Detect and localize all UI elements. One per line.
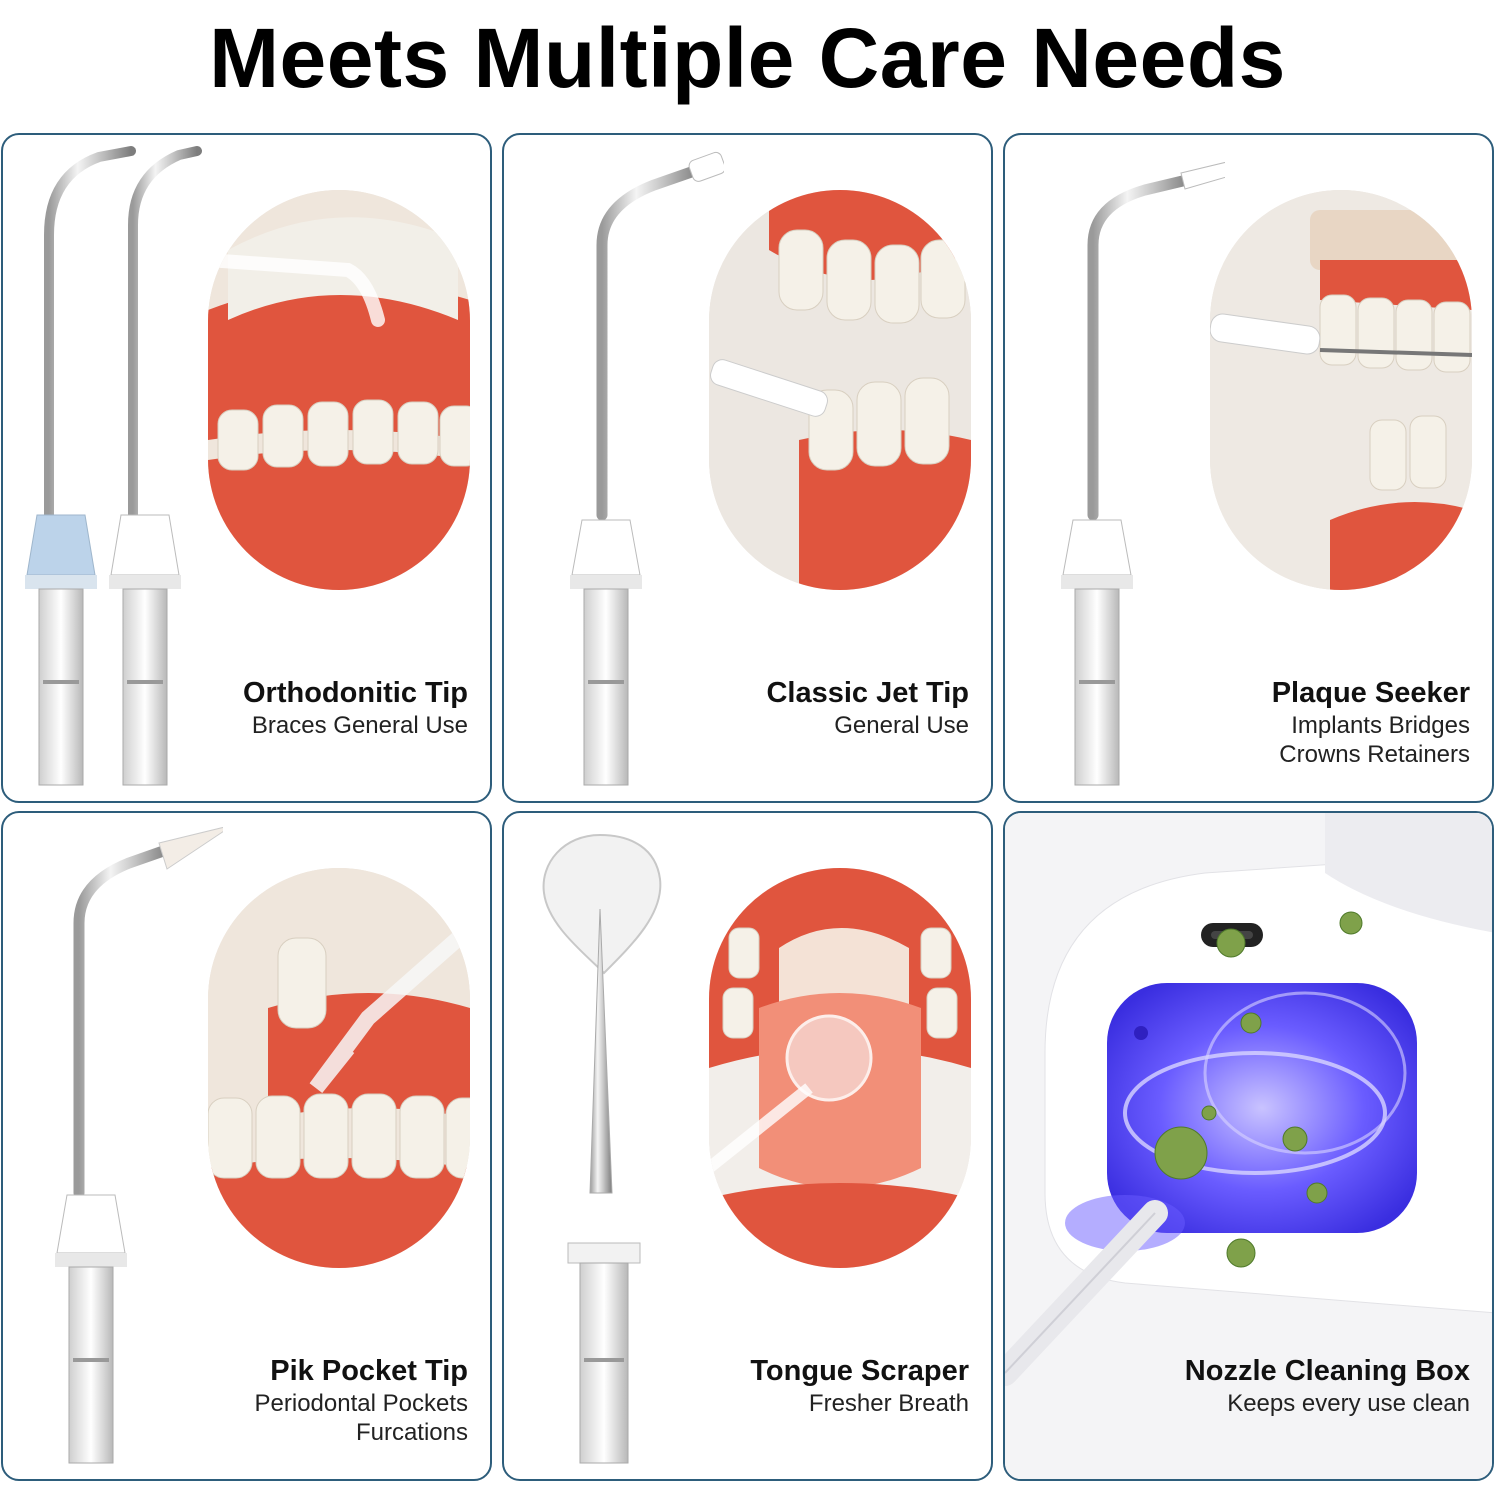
caption-classic-jet-tip: Classic Jet Tip General Use xyxy=(669,675,969,740)
card-subtitle: Keeps every use clean xyxy=(1227,1390,1470,1417)
page-headline: Meets Multiple Care Needs xyxy=(209,11,1286,105)
mouth-photo-tongue xyxy=(709,868,971,1268)
card-orthodontic-tip: Orthodonitic Tip Braces General Use xyxy=(1,133,492,803)
card-subtitle: General Use xyxy=(834,712,969,739)
orthodontic-tip-illustration xyxy=(25,146,202,786)
card-subtitle: Implants Bridges xyxy=(1291,712,1470,739)
classic-jet-tip-illustration xyxy=(570,151,724,786)
card-plaque-seeker: Plaque Seeker Implants Bridges Crowns Re… xyxy=(1003,133,1494,803)
card-title: Tongue Scraper xyxy=(750,1355,969,1387)
card-pik-pocket-tip: Pik Pocket Tip Periodontal Pockets Furca… xyxy=(1,811,492,1481)
caption-pik-pocket-tip: Pik Pocket Tip Periodontal Pockets Furca… xyxy=(168,1353,468,1447)
card-subtitle: Braces General Use xyxy=(251,712,468,739)
pik-pocket-tip-illustration xyxy=(55,826,223,1464)
teeth-photo-jet xyxy=(709,190,971,590)
uv-cleaning-box-illustration xyxy=(1005,813,1492,1479)
card-nozzle-cleaning-box: Nozzle Cleaning Box Keeps every use clea… xyxy=(1003,811,1494,1481)
teeth-photo-braces xyxy=(208,190,470,590)
card-subtitle: Crowns Retainers xyxy=(1279,741,1470,768)
caption-plaque-seeker: Plaque Seeker Implants Bridges Crowns Re… xyxy=(1170,675,1470,769)
teeth-photo-pocket xyxy=(208,868,470,1268)
card-title: Orthodonitic Tip xyxy=(243,677,468,709)
card-title: Nozzle Cleaning Box xyxy=(1184,1355,1470,1387)
card-title: Plaque Seeker xyxy=(1271,677,1470,709)
caption-tongue-scraper: Tongue Scraper Fresher Breath xyxy=(669,1353,969,1418)
card-subtitle: Periodontal Pockets xyxy=(254,1390,468,1417)
card-subtitle: Furcations xyxy=(355,1419,468,1446)
card-subtitle: Fresher Breath xyxy=(808,1390,969,1417)
tongue-scraper-illustration xyxy=(542,833,662,1464)
plaque-seeker-illustration xyxy=(1061,161,1225,786)
teeth-photo-braces-bracket xyxy=(1210,190,1472,590)
card-classic-jet-tip: Classic Jet Tip General Use xyxy=(502,133,993,803)
card-title: Pik Pocket Tip xyxy=(270,1355,468,1387)
card-title: Classic Jet Tip xyxy=(766,677,969,709)
caption-nozzle-cleaning-box: Nozzle Cleaning Box Keeps every use clea… xyxy=(1170,1353,1470,1418)
card-tongue-scraper: Tongue Scraper Fresher Breath xyxy=(502,811,993,1481)
caption-orthodontic-tip: Orthodonitic Tip Braces General Use xyxy=(168,675,468,740)
